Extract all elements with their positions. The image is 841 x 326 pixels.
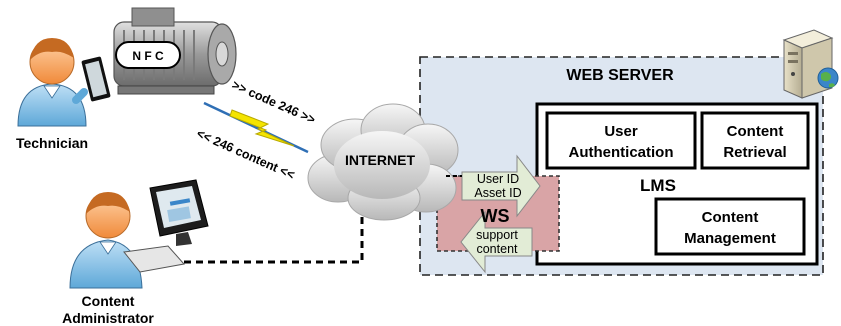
admin-avatar <box>69 192 143 289</box>
keyboard-icon <box>123 245 185 273</box>
internet-label: INTERNET <box>345 152 415 168</box>
content-retrieval-line1: Content <box>727 123 784 140</box>
ws-incoming-arrow: User ID Asset ID <box>461 154 541 218</box>
web-server-title: WEB SERVER <box>566 67 674 84</box>
ws-outgoing-arrow: support content <box>460 210 533 274</box>
user-auth-line2: Authentication <box>569 144 674 161</box>
content-label: << 246 content << <box>195 126 297 182</box>
user-authentication-module: User Authentication <box>545 111 697 170</box>
nfc-motor-icon: N F C <box>113 7 237 95</box>
content-retrieval-module: Content Retrieval <box>700 111 810 170</box>
admin-connection-line <box>184 214 364 264</box>
ws-content: content <box>476 242 518 256</box>
user-auth-line1: User <box>604 123 638 140</box>
web-server-region: WEB SERVER LMS User Authentication Conte… <box>419 29 839 276</box>
content-management-module: Content Management <box>654 197 806 256</box>
ws-asset-id: Asset ID <box>474 186 521 200</box>
tablet-icon <box>81 56 111 102</box>
ws-support: support <box>476 228 518 242</box>
ws-user-id: User ID <box>477 172 519 186</box>
lms-label: LMS <box>640 176 676 195</box>
content-mgmt-line2: Management <box>684 230 776 247</box>
nfc-label: N F C <box>132 49 164 63</box>
ws-label: WS <box>481 206 510 226</box>
lightning-icon <box>229 109 295 147</box>
content-mgmt-line1: Content <box>702 209 759 226</box>
internet-cloud: INTERNET <box>307 103 459 221</box>
technician-avatar <box>17 38 111 127</box>
admin-label-line1: Content <box>82 293 135 309</box>
computer-monitor-icon <box>123 179 209 273</box>
server-tower-icon <box>782 29 839 99</box>
nfc-tag <box>115 41 181 69</box>
technician-label: Technician <box>16 135 88 151</box>
content-retrieval-line2: Retrieval <box>723 144 786 161</box>
network-connections <box>184 175 462 264</box>
admin-label-line2: Administrator <box>62 310 154 326</box>
